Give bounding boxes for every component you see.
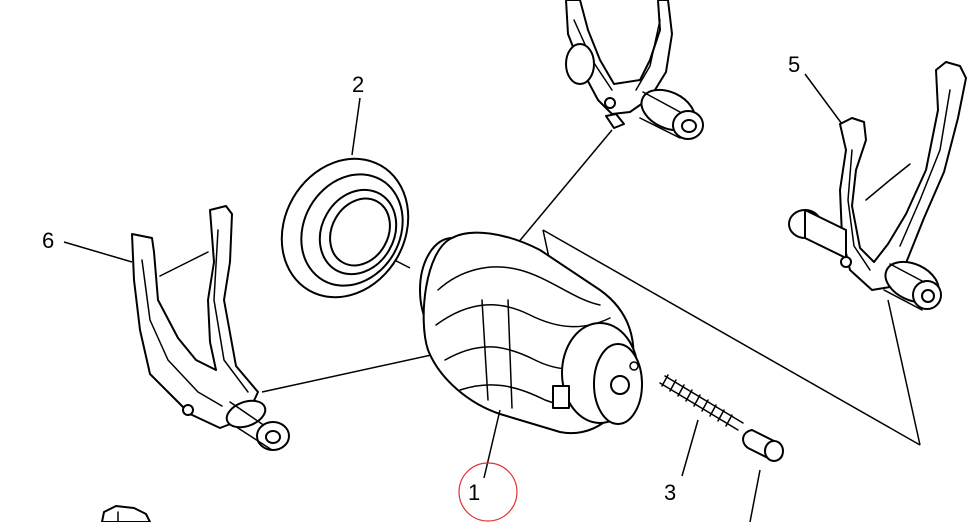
leader-drum-to-pin <box>542 229 921 446</box>
leader-pin-bottom <box>749 469 761 522</box>
callout-1-highlight-circle <box>458 462 518 522</box>
shift-drum-1 <box>419 231 643 435</box>
drum-segment-icon <box>552 385 570 409</box>
callout-5-label: 5 <box>788 52 800 77</box>
shift-fork-top <box>565 0 704 140</box>
fork6-pin-icon <box>182 404 194 416</box>
callout-1-label: 1 <box>468 480 480 505</box>
callout-5-leader <box>804 73 843 125</box>
shift-fork-5 <box>788 61 967 311</box>
drum-end-pin-icon <box>629 361 639 371</box>
spring-3 <box>659 374 744 431</box>
callout-3-leader <box>681 419 699 477</box>
pin <box>742 429 784 522</box>
callout-1-leader <box>483 409 501 479</box>
shift-fork-6 <box>131 205 290 451</box>
callout-2-label: 2 <box>352 72 364 97</box>
callout-3-label: 3 <box>664 480 676 505</box>
top-fork-pin-icon <box>604 97 616 109</box>
drum-end-hole-icon <box>610 375 630 395</box>
callout-leaders <box>63 73 843 479</box>
nut-partial <box>101 505 151 522</box>
callout-2-leader <box>351 97 361 156</box>
leader-fork5-to-pin <box>887 299 921 446</box>
fork5-pin-icon <box>840 256 852 268</box>
callout-6-label: 6 <box>42 228 54 253</box>
callout-6-leader <box>63 241 133 263</box>
bearing-2 <box>280 157 410 299</box>
leader-top-fork-to-drum <box>511 129 613 251</box>
